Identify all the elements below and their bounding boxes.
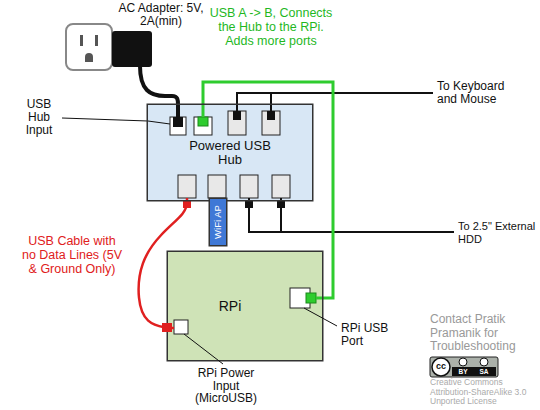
usb-port xyxy=(208,175,226,198)
outlet-ground xyxy=(85,53,93,62)
usb-port xyxy=(178,175,196,198)
usb-port xyxy=(194,117,212,135)
cc-badge-band xyxy=(452,367,496,376)
cc-badge xyxy=(430,357,498,377)
port-art xyxy=(168,252,322,360)
usb-port xyxy=(173,117,183,127)
usb-port xyxy=(228,111,246,135)
wifi-dongle: WiFi AP xyxy=(210,199,226,245)
node-text: RPi xyxy=(219,298,242,314)
leader-line xyxy=(62,118,148,121)
cable-label: USB A -> B, Connects the Hub to the RPi.… xyxy=(206,6,336,48)
usb-plug xyxy=(245,200,253,208)
cable-label: USB Cable with no Data Lines (5V & Groun… xyxy=(20,234,124,276)
cc-by-icon xyxy=(459,358,467,366)
port-line xyxy=(184,334,223,364)
callout-label: RPi USB Port xyxy=(341,322,393,348)
port-line xyxy=(270,105,272,111)
cc-badge-text: SA xyxy=(477,368,491,376)
callout-label: USB Hub Input xyxy=(20,98,58,137)
port-line xyxy=(186,198,189,200)
contact-note: Contact Pratik Pramanik for Troubleshoot… xyxy=(430,313,526,354)
port-line xyxy=(202,105,205,117)
cc-logo-text: cc xyxy=(434,361,448,371)
usb-plug xyxy=(277,200,285,208)
callout-label: To 2.5" External HDD xyxy=(458,220,536,245)
usb-port xyxy=(198,117,208,126)
usb-port xyxy=(233,111,241,120)
usb-port xyxy=(240,175,258,198)
ac-adapter xyxy=(112,31,152,67)
port-line xyxy=(236,105,238,111)
usb-hub-box: Powered USB Hub xyxy=(148,105,312,200)
port-line xyxy=(148,121,170,124)
rpi-board: RPi xyxy=(168,252,322,360)
adapter-label: AC Adapter: 5V, 2A(min) xyxy=(118,2,204,28)
usb-port xyxy=(272,175,290,198)
power-cord xyxy=(140,66,178,105)
callout-label: To Keyboard and Mouse xyxy=(437,80,517,106)
port-line xyxy=(280,198,282,200)
usb-port xyxy=(262,111,280,135)
license-note: Creative Commons Attribution-ShareAlike … xyxy=(430,378,538,407)
usb-port xyxy=(174,320,188,334)
node-text: Powered USB Hub xyxy=(182,139,278,167)
usb-port xyxy=(170,117,186,135)
callout-label: RPi Power Input (MicroUSB) xyxy=(188,367,264,405)
node-text: WiFi AP xyxy=(213,205,223,239)
usb-port xyxy=(162,323,172,332)
port-line xyxy=(248,198,250,200)
outlet-slot xyxy=(95,35,98,46)
port-line xyxy=(304,308,337,326)
usb-port xyxy=(267,111,275,120)
cc-logo xyxy=(432,358,450,376)
cc-badge-text: BY xyxy=(456,368,470,376)
outlet-slot xyxy=(80,35,83,46)
usb-port xyxy=(306,293,316,303)
hdd-cables xyxy=(249,200,454,232)
wall-outlet xyxy=(66,24,112,70)
keyboard-mouse-cables xyxy=(237,93,433,105)
cc-sa-icon xyxy=(480,358,488,366)
port-line xyxy=(176,105,180,117)
port-line xyxy=(316,297,322,300)
